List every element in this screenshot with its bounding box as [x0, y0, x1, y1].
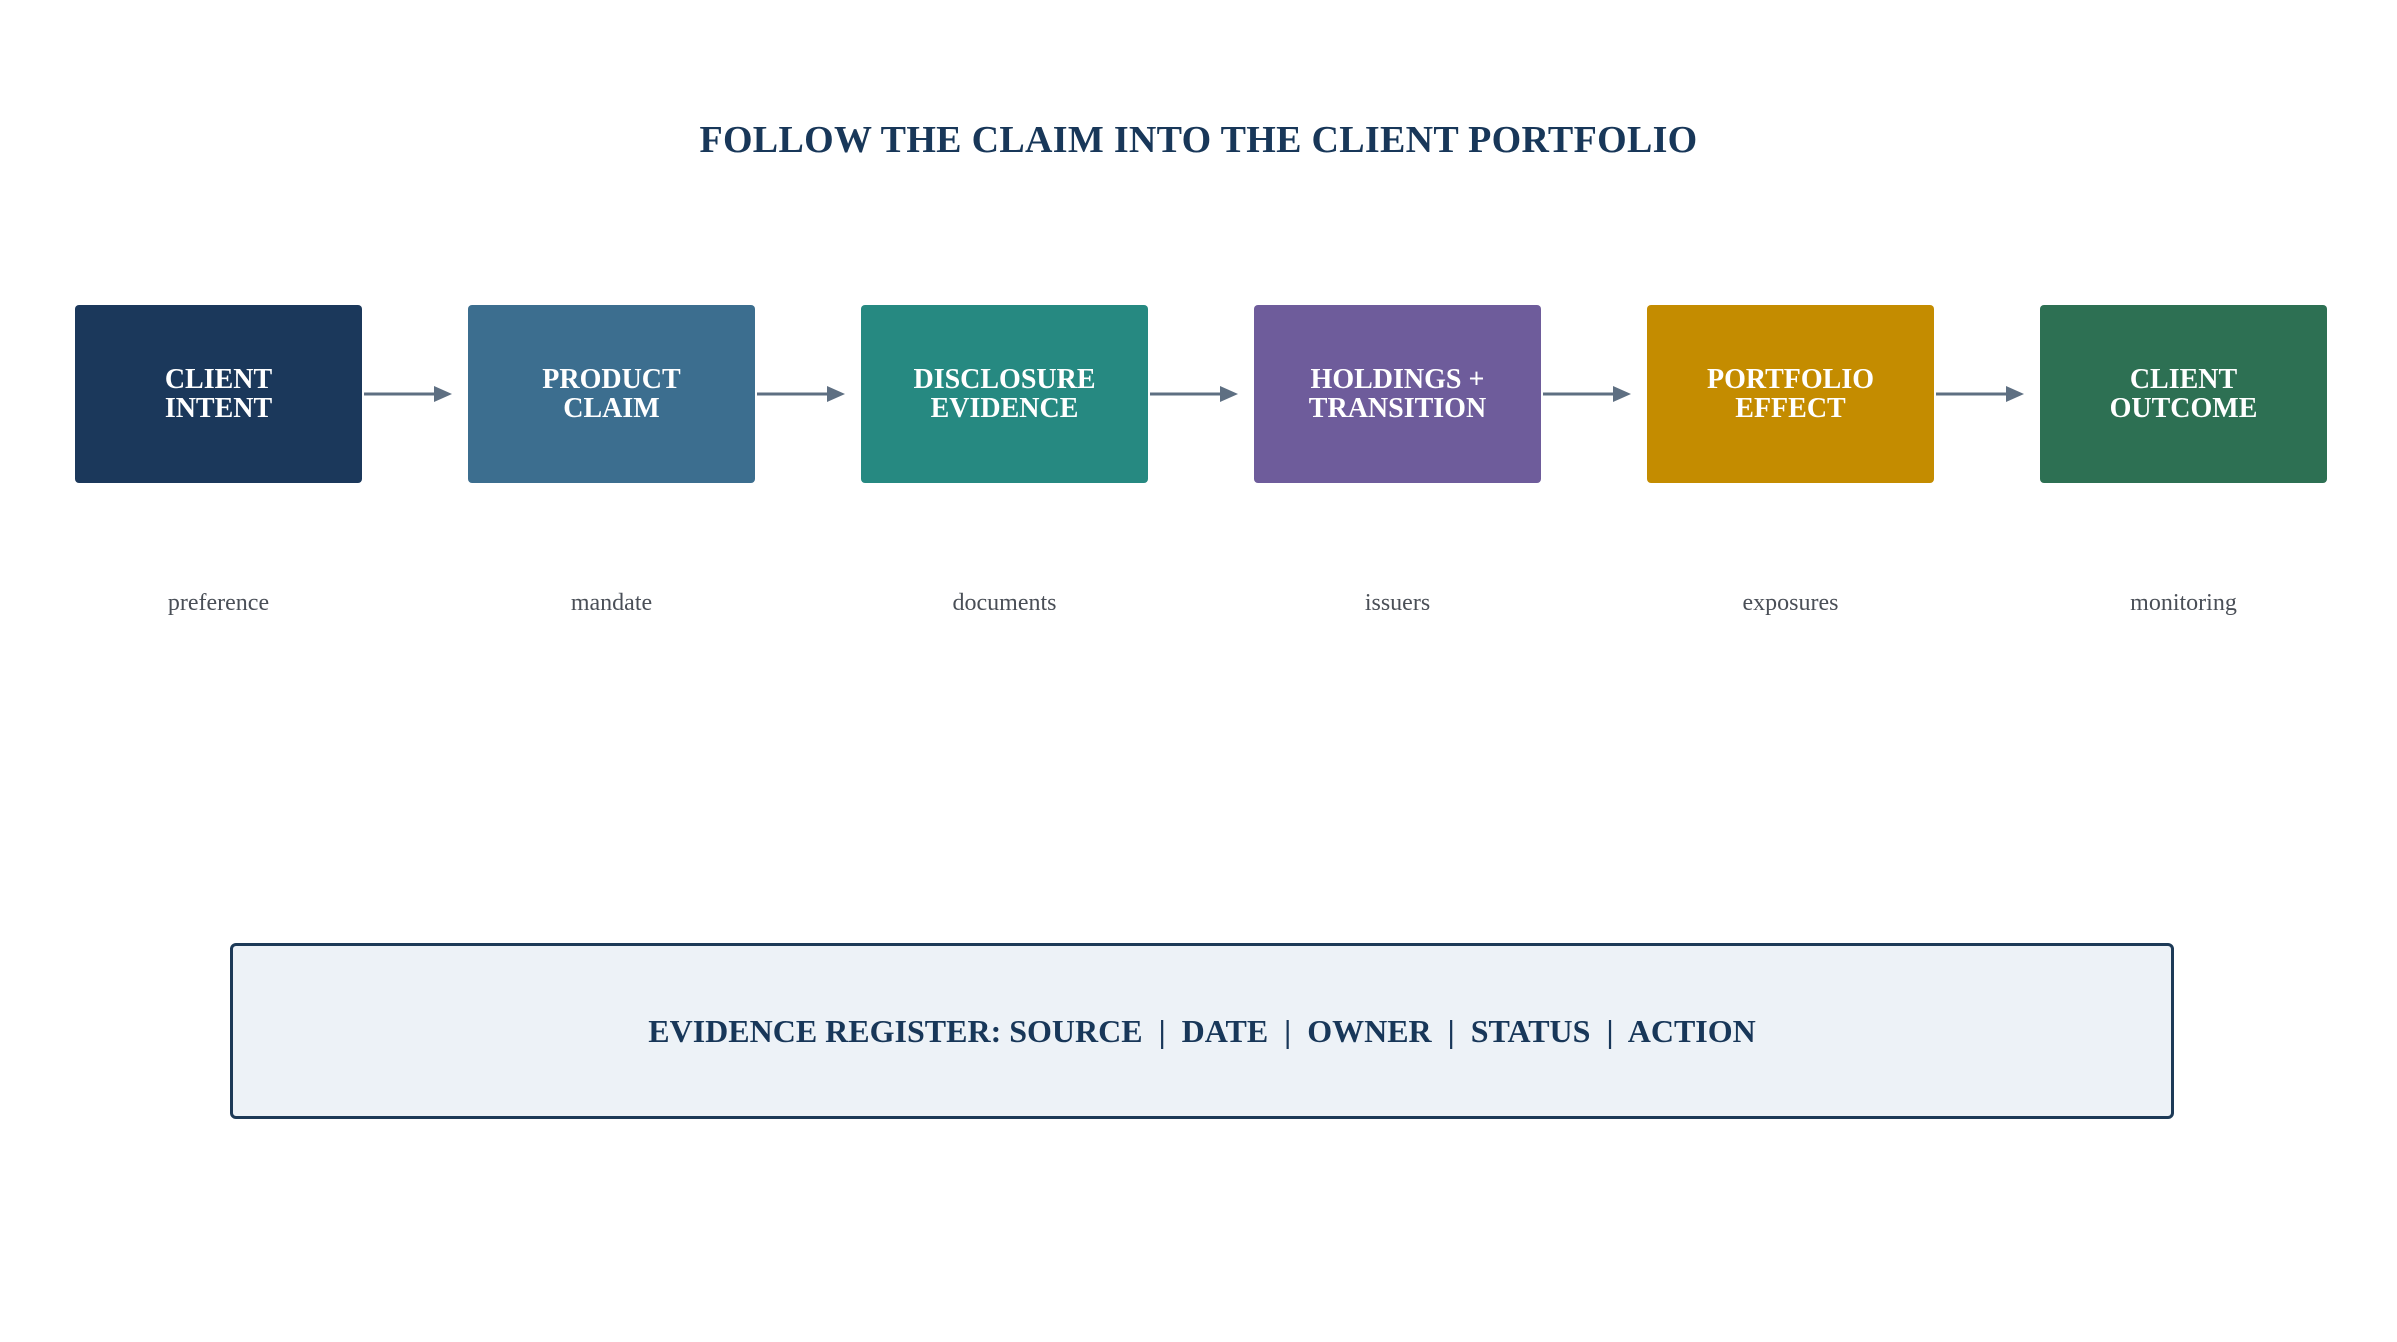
sublabel-exposures: exposures — [1742, 590, 1839, 616]
evidence-register-box: EVIDENCE REGISTER: SOURCE | DATE | OWNER… — [230, 943, 2174, 1119]
step-client-outcome: CLIENT OUTCOME — [2040, 305, 2327, 483]
arrow-right-icon — [1543, 386, 1631, 402]
step-portfolio-effect: PORTFOLIO EFFECT — [1647, 305, 1934, 483]
arrow-right-icon — [757, 386, 845, 402]
arrow-right-icon — [364, 386, 452, 402]
sublabel-preference: preference — [167, 590, 270, 616]
arrow-right-icon — [1150, 386, 1238, 402]
step-holdings-transition: HOLDINGS + TRANSITION — [1254, 305, 1541, 483]
step-disclosure-evidence: DISCLOSURE EVIDENCE — [861, 305, 1148, 483]
sublabel-issuers: issuers — [1364, 590, 1431, 616]
diagram-title: FOLLOW THE CLAIM INTO THE CLIENT PORTFOL… — [699, 119, 1698, 161]
evidence-register-label: EVIDENCE REGISTER: SOURCE | DATE | OWNER… — [648, 1012, 1756, 1049]
step-client-intent: CLIENT INTENT — [75, 305, 362, 483]
arrow-right-icon — [1936, 386, 2024, 402]
step-product-claim: PRODUCT CLAIM — [468, 305, 755, 483]
sublabel-documents: documents — [952, 590, 1057, 616]
sublabel-mandate: mandate — [570, 590, 653, 616]
sublabel-monitoring: monitoring — [2130, 590, 2237, 616]
